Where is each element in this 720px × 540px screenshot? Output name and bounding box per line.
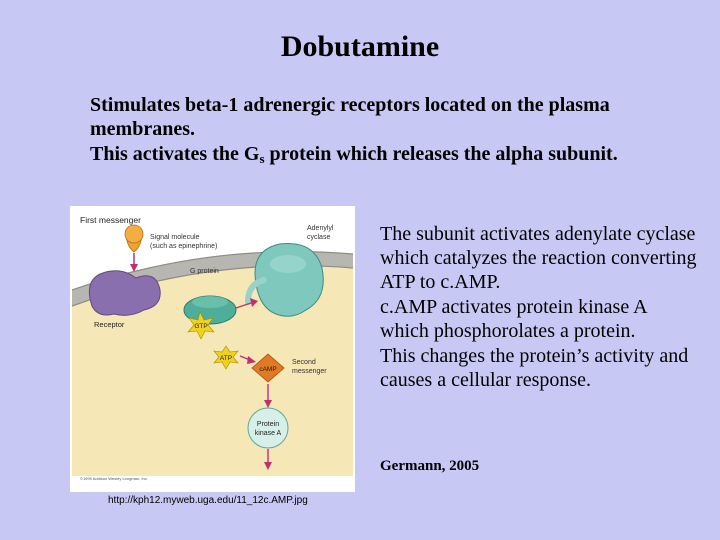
label-gtp: GTP [194, 323, 207, 330]
label-signal-example: (such as epinephrine) [150, 243, 217, 250]
right-paragraph-pka: c.AMP activates protein kinase A which p… [380, 296, 647, 342]
adenylyl-cyclase-arm [245, 277, 267, 305]
label-cyclase: cyclase [307, 234, 330, 241]
right-explanation: The subunit activates adenylate cyclase … [380, 222, 700, 393]
camp-to-pka-arrowhead-icon [264, 400, 272, 408]
intro-line-gs-sub: s [259, 151, 265, 166]
slide-title: Dobutamine [280, 30, 440, 63]
label-second: Second [292, 359, 316, 366]
label-g-protein: G protein [190, 268, 219, 275]
pka-output-arrowhead-icon [264, 462, 272, 470]
atp-star-icon [213, 345, 239, 370]
protein-kinase-a-shape [247, 407, 289, 449]
g-protein-highlight [192, 296, 228, 308]
label-first-messenger: First messenger [80, 215, 141, 225]
label-receptor: Receptor [94, 320, 125, 329]
citation-credit: Germann, 2005 [380, 458, 480, 474]
right-paragraph-response: This changes the protein’s activity and … [380, 345, 689, 391]
image-source-url: http://kph12.myweb.uga.edu/11_12c.AMP.jp… [108, 495, 308, 506]
signal-molecule-head-icon [124, 224, 144, 244]
intro-text: Stimulates beta-1 adrenergic receptors l… [90, 93, 690, 167]
label-protein: Protein [257, 421, 279, 428]
g-protein-activation-arrow [235, 301, 255, 309]
label-atp: ATP [220, 355, 232, 362]
receptor-shape [88, 270, 161, 316]
label-signal-molecule: Signal molecule [150, 234, 200, 241]
label-camp: cAMP [259, 366, 276, 373]
intro-line-gs-protein: This activates the Gs protein which rele… [90, 142, 690, 166]
intro-line-receptors: Stimulates beta-1 adrenergic receptors l… [90, 94, 610, 140]
adenylyl-cyclase-highlight [270, 255, 306, 273]
intro-line-gs-post: protein which releases the alpha subunit… [264, 143, 618, 165]
camp-diamond-icon [251, 353, 285, 383]
signal-arrowhead-icon [130, 264, 138, 272]
right-paragraph-adenylate: The subunit activates adenylate cyclase … [380, 223, 697, 293]
label-kinase-a: kinase A [255, 430, 282, 437]
g-protein-activation-arrowhead-icon [250, 298, 258, 307]
label-messenger: messenger [292, 368, 327, 375]
gtp-star-icon [187, 311, 215, 340]
label-adenylyl: Adenylyl [307, 225, 334, 232]
camp-pathway-figure: First messenger Signal molecule (such as… [70, 206, 355, 492]
atp-conversion-arrowhead-icon [247, 356, 256, 364]
intro-line-gs-pre: This activates the G [90, 143, 260, 165]
pathway-diagram: First messenger Signal molecule (such as… [71, 208, 354, 476]
figure-copyright: ©1999 Addison Wesley Longman, Inc. [80, 476, 148, 481]
